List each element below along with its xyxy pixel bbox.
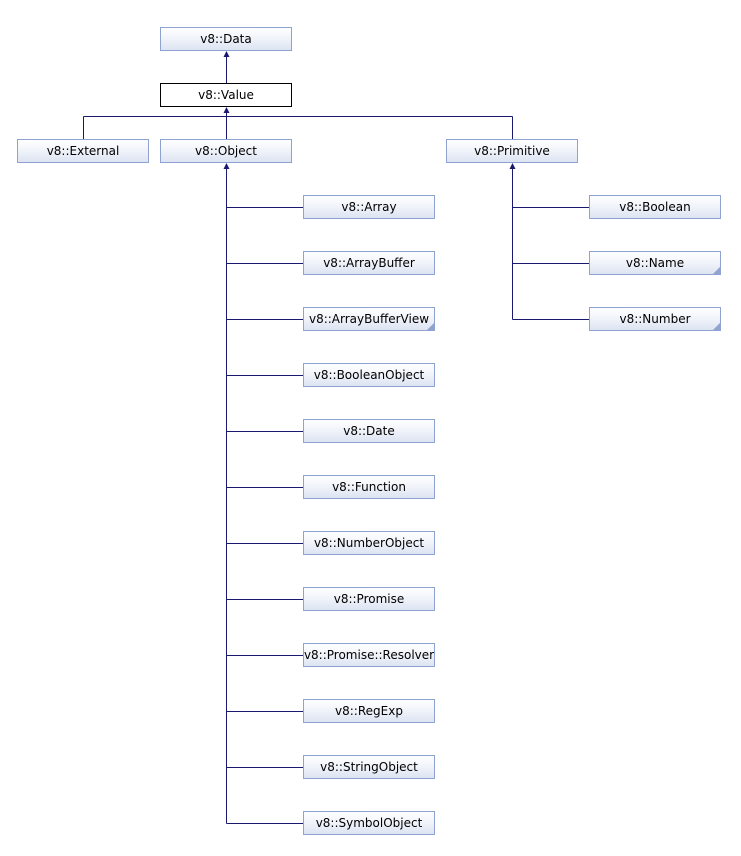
class-node-label: v8::External — [46, 144, 120, 158]
edge-arrow-value — [223, 107, 230, 113]
class-node-function[interactable]: v8::Function — [303, 475, 435, 499]
class-node-label: v8::Promise::Resolver — [303, 648, 435, 662]
class-node-data[interactable]: v8::Data — [160, 27, 292, 51]
class-node-numberobject[interactable]: v8::NumberObject — [303, 531, 435, 555]
class-node-label: v8::Number — [619, 312, 691, 326]
class-node-object[interactable]: v8::Object — [160, 139, 292, 163]
class-node-label: v8::Array — [341, 200, 397, 214]
class-node-date[interactable]: v8::Date — [303, 419, 435, 443]
class-node-arraybuffer[interactable]: v8::ArrayBuffer — [303, 251, 435, 275]
class-node-label: v8::Object — [195, 144, 257, 158]
class-node-external[interactable]: v8::External — [17, 139, 149, 163]
class-node-label: v8::Name — [625, 256, 685, 270]
class-node-label: v8::BooleanObject — [313, 368, 425, 382]
class-node-regexp[interactable]: v8::RegExp — [303, 699, 435, 723]
class-node-name[interactable]: v8::Name — [589, 251, 721, 275]
class-node-label: v8::Function — [332, 480, 406, 494]
class-node-label: v8::SymbolObject — [315, 816, 423, 830]
edge-arrow-data — [223, 51, 230, 57]
class-node-label: v8::Date — [343, 424, 395, 438]
class-node-booleanobject[interactable]: v8::BooleanObject — [303, 363, 435, 387]
class-node-number[interactable]: v8::Number — [589, 307, 721, 331]
class-node-array[interactable]: v8::Array — [303, 195, 435, 219]
class-node-label: v8::ArrayBufferView — [308, 312, 430, 326]
class-node-value: v8::Value — [160, 83, 292, 107]
class-node-label: v8::RegExp — [335, 704, 403, 718]
class-node-promise[interactable]: v8::Promise — [303, 587, 435, 611]
edge-arrow-object — [223, 163, 230, 169]
class-node-boolean[interactable]: v8::Boolean — [589, 195, 721, 219]
class-node-primitive[interactable]: v8::Primitive — [446, 139, 578, 163]
class-node-label: v8::Promise — [333, 592, 405, 606]
class-node-label: v8::Primitive — [474, 144, 550, 158]
class-node-arraybufferview[interactable]: v8::ArrayBufferView — [303, 307, 435, 331]
class-node-label: v8::StringObject — [320, 760, 418, 774]
class-node-symbolobject[interactable]: v8::SymbolObject — [303, 811, 435, 835]
class-node-label: v8::Boolean — [619, 200, 691, 214]
edge-arrow-primitive — [509, 163, 516, 169]
class-node-stringobject[interactable]: v8::StringObject — [303, 755, 435, 779]
class-node-label: v8::ArrayBuffer — [323, 256, 415, 270]
class-node-label: v8::Value — [198, 88, 254, 102]
class-node-label: v8::Data — [200, 32, 252, 46]
class-node-promiseresolver[interactable]: v8::Promise::Resolver — [303, 643, 435, 667]
class-node-label: v8::NumberObject — [313, 536, 425, 550]
